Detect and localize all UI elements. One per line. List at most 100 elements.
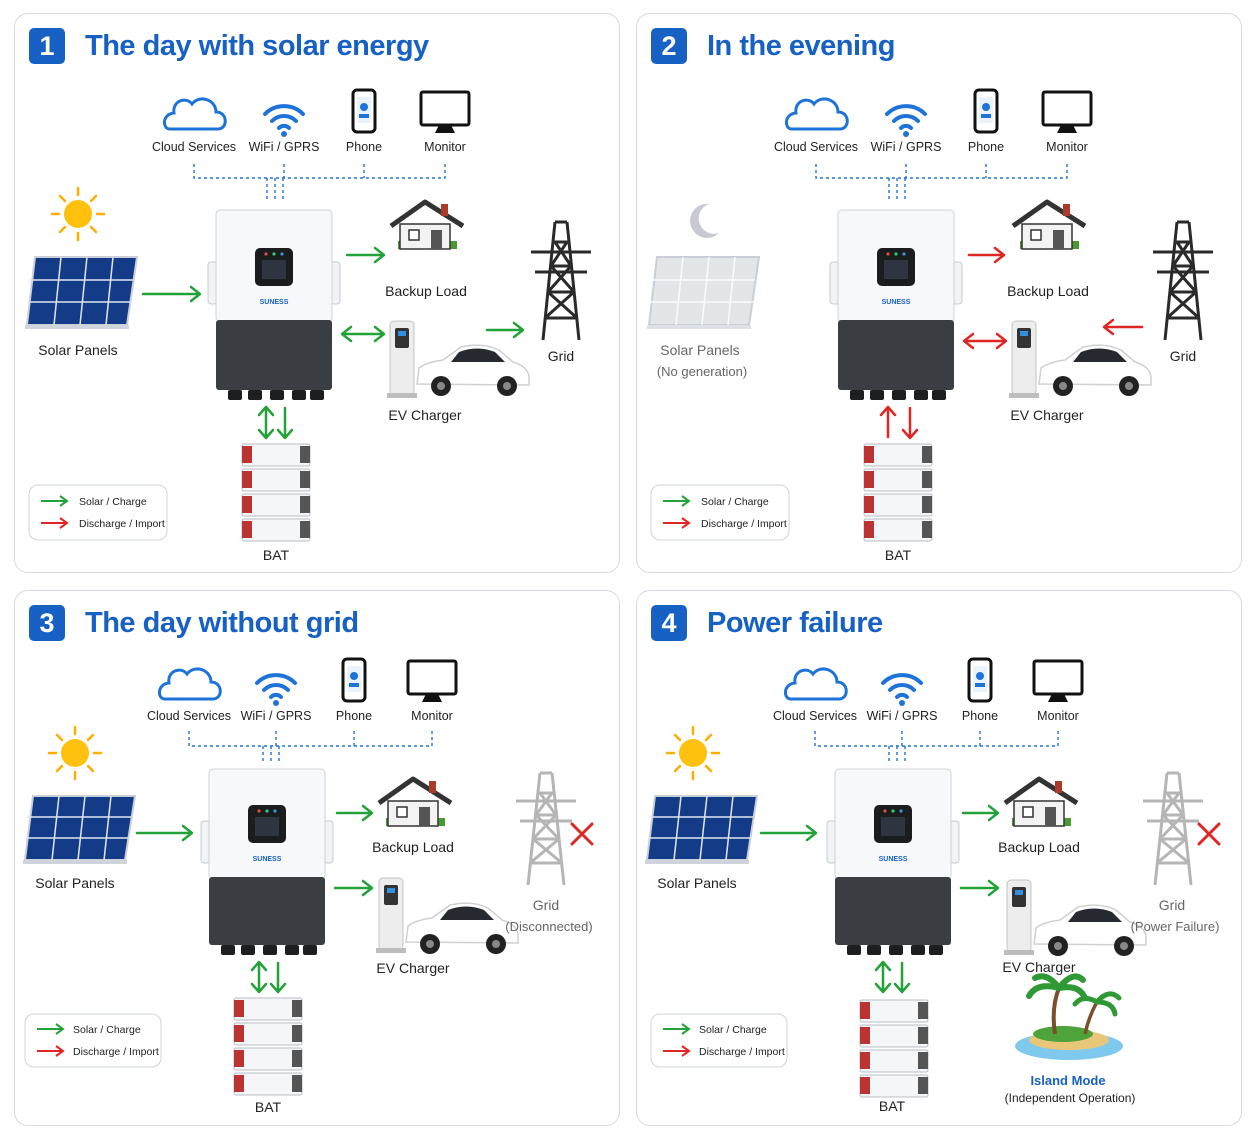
sun-icon: [47, 725, 103, 781]
cloud-icon: [785, 97, 849, 131]
house-icon: [1011, 199, 1087, 250]
monitor-label: Monitor: [1037, 709, 1079, 723]
solar-panel-icon: [645, 795, 759, 864]
arrow-solar-to-inverter: [135, 824, 194, 842]
backup-label: Backup Load: [1007, 283, 1089, 299]
inverter-brand: SUNESS: [260, 299, 289, 306]
wifi-label: WiFi / GPRS: [867, 709, 938, 723]
panel-number: 3: [29, 605, 65, 641]
diagram: Cloud Services WiFi / GPRS Phone Monitor…: [23, 657, 594, 1115]
sun-icon: [665, 725, 721, 781]
legend-discharge: Discharge / Import: [701, 518, 787, 530]
grid-label: Grid: [1159, 897, 1185, 913]
battery-stack-icon: [233, 997, 303, 1096]
cloud-label: Cloud Services: [152, 140, 236, 154]
wifi-label: WiFi / GPRS: [249, 140, 320, 154]
panel-number: 1: [29, 28, 65, 64]
house-icon: [1003, 776, 1079, 827]
panel-title-text: Power failure: [707, 606, 883, 639]
arrow-inverter-to-backup: [345, 246, 386, 264]
flow-arrows: [759, 804, 1000, 994]
arrow-inverter-ev: [340, 325, 386, 343]
grid-sub-label: (Disconnected): [505, 919, 592, 934]
inverter: SUNESS: [200, 768, 334, 955]
panel-day-with-solar: 1 The day with solar energy Cloud Servic…: [14, 13, 620, 573]
diagram: Cloud Services WiFi / GPRS Phone Monitor…: [25, 88, 591, 563]
panel-title: 3 The day without grid: [29, 605, 359, 641]
cloud-label: Cloud Services: [147, 709, 231, 723]
island-icon: [1015, 973, 1123, 1060]
solar-label: Solar Panels: [35, 875, 114, 891]
legend-charge: Solar / Charge: [699, 1024, 767, 1036]
ev-label: EV Charger: [376, 960, 449, 976]
cloud-label: Cloud Services: [773, 709, 857, 723]
arrow-inverter-to-backup: [961, 804, 1000, 822]
panel-day-without-grid: 3 The day without grid Cloud Services Wi…: [14, 590, 620, 1126]
solar-label: Solar Panels: [657, 875, 736, 891]
moon-icon: [690, 203, 719, 238]
solar-panel-icon: [647, 256, 761, 329]
comms-dotted-lines: [814, 731, 1059, 763]
arrow-solar-to-inverter: [759, 824, 818, 842]
monitor-icon: [419, 90, 471, 133]
cloud-label: Cloud Services: [774, 140, 858, 154]
arrow-inverter-to-ev: [959, 879, 1000, 897]
grid-label: Grid: [1170, 348, 1196, 364]
arrow-inverter-ev: [962, 332, 1008, 350]
legend-charge: Solar / Charge: [701, 496, 769, 508]
wifi-icon: [881, 673, 923, 706]
wifi-icon: [263, 104, 305, 137]
backup-label: Backup Load: [998, 839, 1080, 855]
arrow-inverter-to-backup: [335, 804, 374, 822]
wifi-icon: [885, 104, 927, 137]
disconnected-x-icon: [570, 822, 594, 846]
arrow-battery-bidirectional: [257, 405, 294, 440]
diagram: Cloud Services WiFi / GPRS Phone Monitor…: [647, 88, 1213, 563]
phone-icon: [967, 657, 993, 703]
island-sub-label: (Independent Operation): [1005, 1091, 1136, 1105]
legend: [650, 1013, 788, 1068]
monitor-icon: [1032, 659, 1084, 702]
car-icon: [405, 902, 519, 954]
panel-evening: 2 In the evening Cloud Services WiFi / G…: [636, 13, 1242, 573]
comms-dotted-lines: [815, 164, 1068, 202]
solar-panel-icon: [25, 256, 139, 329]
car-icon: [1033, 904, 1147, 956]
legend-discharge: Discharge / Import: [699, 1046, 785, 1058]
arrow-inverter-to-backup: [967, 246, 1006, 264]
failure-x-icon: [1197, 822, 1221, 846]
solar-sub-label: (No generation): [657, 364, 747, 379]
phone-label: Phone: [336, 709, 372, 723]
monitor-icon: [406, 659, 458, 702]
wifi-icon: [255, 673, 297, 706]
solar-label: Solar Panels: [38, 342, 117, 358]
inverter-brand: SUNESS: [879, 856, 908, 863]
phone-label: Phone: [968, 140, 1004, 154]
house-icon: [377, 776, 453, 827]
ev-label: EV Charger: [1010, 407, 1083, 423]
phone-icon: [341, 657, 367, 703]
panel-title-text: The day without grid: [85, 606, 359, 639]
legend: [24, 1013, 162, 1068]
ev-label: EV Charger: [1002, 959, 1075, 975]
arrow-battery-bidirectional: [879, 405, 919, 440]
arrow-to-grid: [485, 321, 525, 339]
backup-label: Backup Load: [385, 283, 467, 299]
ev-label: EV Charger: [388, 407, 461, 423]
car-icon: [416, 344, 530, 396]
grid-tower-icon: [531, 220, 591, 341]
flow-arrows: [135, 804, 374, 994]
arrow-battery-bidirectional: [874, 960, 911, 994]
monitor-label: Monitor: [411, 709, 453, 723]
backup-label: Backup Load: [372, 839, 454, 855]
battery-stack-icon: [863, 443, 933, 542]
inverter-brand: SUNESS: [882, 299, 911, 306]
grid-tower-icon: [516, 771, 576, 886]
wifi-label: WiFi / GPRS: [871, 140, 942, 154]
inverter: SUNESS: [829, 209, 963, 400]
panel-number: 2: [651, 28, 687, 64]
ev-charger-icon: [387, 320, 417, 398]
panel-title-text: The day with solar energy: [85, 29, 429, 62]
panel-title: 1 The day with solar energy: [29, 28, 429, 64]
monitor-label: Monitor: [424, 140, 466, 154]
